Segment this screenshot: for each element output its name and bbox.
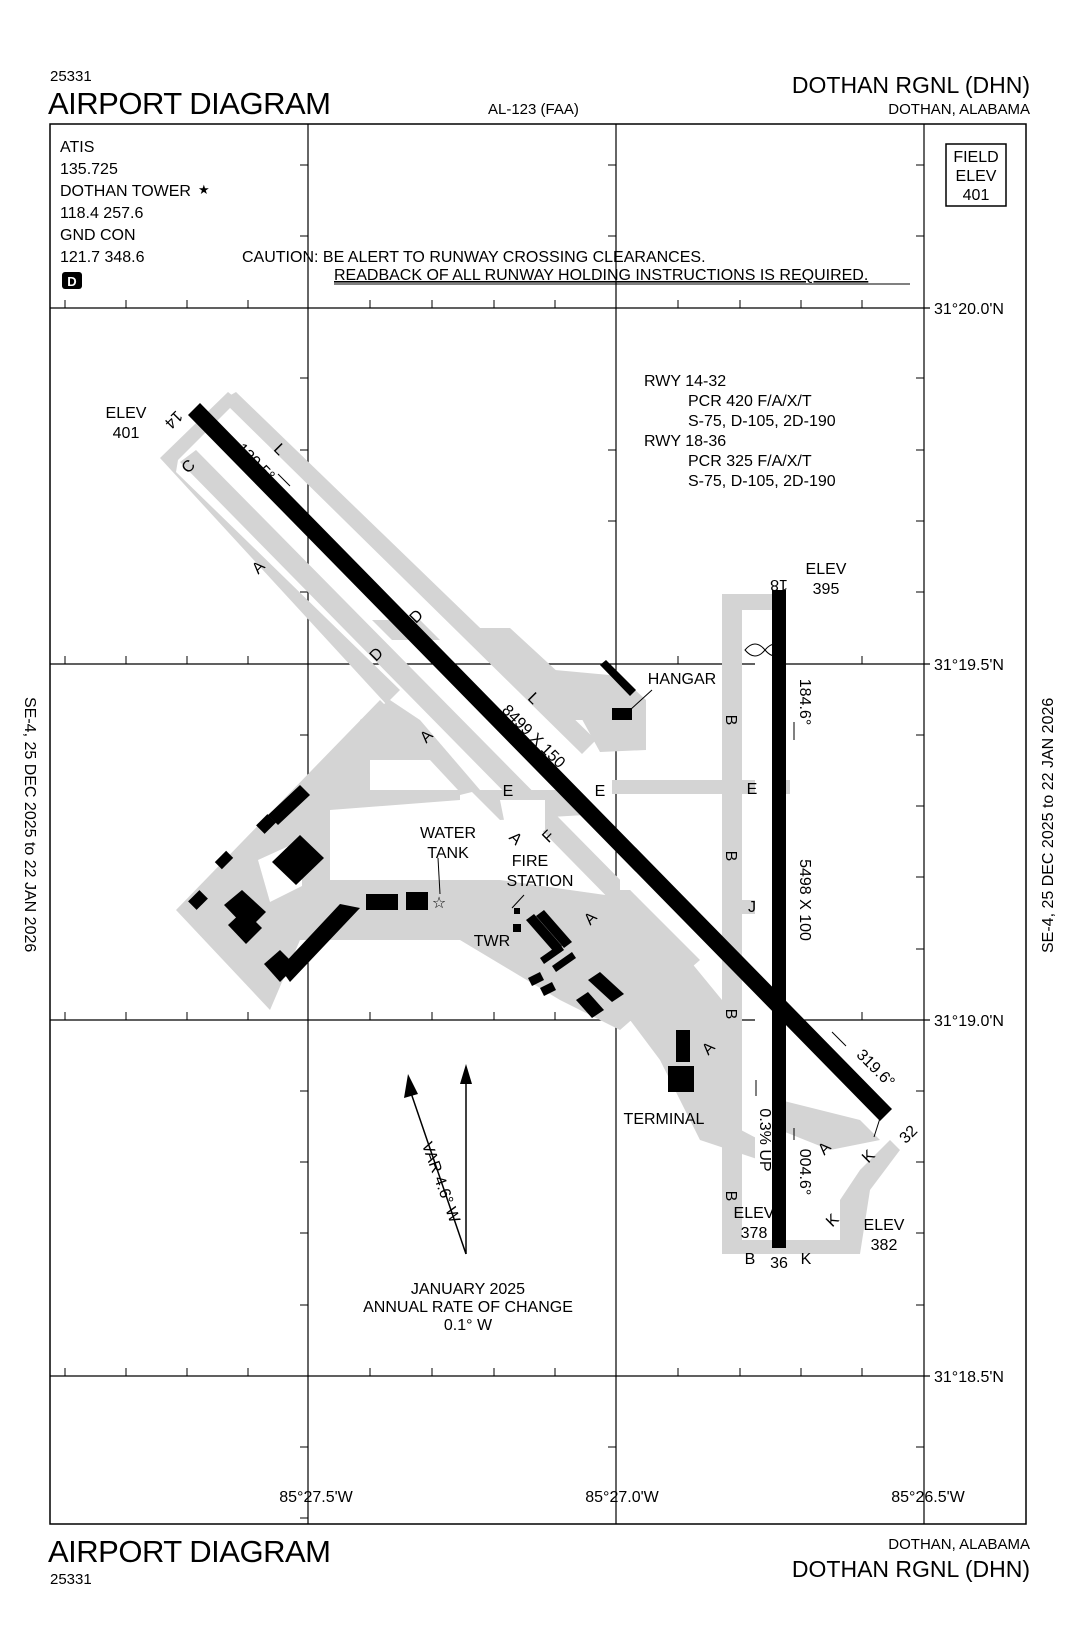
tower-freq: 118.4 257.6 — [60, 205, 143, 222]
rwy-info-14-32-gear: S-75, D-105, 2D-190 — [688, 413, 836, 430]
terminal-label: TERMINAL — [624, 1111, 705, 1128]
rwy-slope: 0.3% UP — [756, 1108, 773, 1171]
chart-id: 25331 — [50, 68, 92, 85]
heading-arrows — [277, 473, 847, 1140]
rwy-end-36: 36 — [770, 1255, 788, 1272]
taxiway-label-b-1: B — [722, 715, 739, 726]
magnetic-variation-arrows — [404, 1064, 472, 1255]
buildings — [188, 660, 694, 1092]
elev-36-label: ELEV — [734, 1205, 775, 1222]
runway-14-32 — [188, 403, 892, 1121]
gnd-freq: 121.7 348.6 — [60, 249, 145, 266]
west-apron — [176, 700, 700, 1030]
lat-label-1: 31°20.0'N — [934, 301, 1004, 318]
tower-label: TWR — [474, 933, 510, 950]
terminal-building-2 — [668, 1066, 694, 1092]
airport-city: DOTHAN, ALABAMA — [888, 101, 1030, 118]
cycle-left: SE-4, 25 DEC 2025 to 22 JAN 2026 — [21, 697, 38, 953]
water-tank-icon: ☆ — [432, 895, 446, 912]
mag-rate: 0.1° W — [444, 1317, 493, 1334]
taxiway-label-k-2: K — [823, 1211, 843, 1231]
footer-chart-id: 25331 — [50, 1571, 92, 1588]
atis-label: ATIS — [60, 139, 94, 156]
hdg-184: 184.6° — [796, 679, 813, 725]
chart-frame — [49, 123, 1027, 1525]
true-north-arrow-icon — [460, 1064, 472, 1084]
caution-line-1: CAUTION: BE ALERT TO RUNWAY CROSSING CLE… — [242, 249, 706, 266]
elev-14-value: 401 — [113, 425, 140, 442]
footer-title: AIRPORT DIAGRAM — [48, 1534, 331, 1569]
rwy-info-14-32: RWY 14-32 — [644, 373, 726, 390]
mag-rate-label: ANNUAL RATE OF CHANGE — [363, 1299, 573, 1316]
tower-building — [513, 924, 521, 932]
footer-city: DOTHAN, ALABAMA — [888, 1536, 1030, 1553]
rwy-end-18: 18 — [770, 576, 788, 593]
lon-label-3: 85°26.5'W — [891, 1489, 965, 1506]
footer-airport-name: DOTHAN RGNL (DHN) — [791, 1556, 1030, 1582]
procedure-id: AL-123 (FAA) — [488, 101, 579, 118]
taxiway-b — [722, 594, 840, 1254]
star-icon: ★ — [198, 182, 210, 197]
rwy-end-32: 32 — [897, 1122, 922, 1147]
taxiway-label-e-3: E — [747, 781, 758, 798]
lon-label-1: 85°27.5'W — [279, 1489, 353, 1506]
elev-18-label: ELEV — [806, 561, 847, 578]
field-elev-label-2: ELEV — [956, 168, 997, 185]
hangar-label: HANGAR — [648, 671, 716, 688]
building-apron-1 — [366, 894, 398, 910]
lat-lon-grid — [50, 124, 930, 1524]
taxiway-label-b-2: B — [722, 851, 739, 862]
elev-36-value: 378 — [741, 1225, 768, 1242]
water-tank-label-1: WATER — [420, 825, 476, 842]
caution-line-2: READBACK OF ALL RUNWAY HOLDING INSTRUCTI… — [334, 267, 868, 284]
mag-var-label: VAR 4.6° W — [418, 1140, 463, 1226]
building-apron-2 — [406, 892, 428, 910]
fire-station-label-2: STATION — [507, 873, 574, 890]
runways — [188, 403, 892, 1248]
elev-14-label: ELEV — [106, 405, 147, 422]
taxiway-label-b-4: B — [722, 1191, 739, 1202]
taxiway-label-j: J — [748, 899, 756, 916]
rwy-info-18-36: RWY 18-36 — [644, 433, 726, 450]
rwy-end-14: 14 — [161, 407, 186, 432]
elev-32-value: 382 — [871, 1237, 898, 1254]
elev-18-value: 395 — [813, 581, 840, 598]
tower-label: DOTHAN TOWER — [60, 183, 191, 200]
gnd-label: GND CON — [60, 227, 136, 244]
field-elev-label-1: FIELD — [953, 149, 998, 166]
taxiway-label-b-3: B — [722, 1009, 739, 1020]
taxiway-label-e-2: E — [595, 783, 606, 800]
terminal-building-1 — [676, 1030, 690, 1062]
taxiway-label-b-5: B — [745, 1251, 756, 1268]
rwy-info-18-36-gear: S-75, D-105, 2D-190 — [688, 473, 836, 490]
taxiway-label-e-1: E — [503, 783, 514, 800]
field-elev-box — [945, 143, 1007, 207]
lat-label-2: 31°19.5'N — [934, 657, 1004, 674]
taxiway-label-k-1: K — [801, 1251, 812, 1268]
atis-freq: 135.725 — [60, 161, 118, 178]
d-badge-icon — [62, 272, 82, 289]
elev-32-label: ELEV — [864, 1217, 905, 1234]
rwy-18-36-dims: 5498 X 100 — [796, 859, 813, 941]
mag-date: JANUARY 2025 — [411, 1281, 525, 1298]
water-tank-label-2: TANK — [427, 845, 469, 862]
hdg-004: 004.6° — [796, 1149, 813, 1195]
runway-18-36 — [772, 590, 786, 1248]
lon-label-2: 85°27.0'W — [585, 1489, 659, 1506]
lat-label-3: 31°19.0'N — [934, 1013, 1004, 1030]
fire-station-label-1: FIRE — [512, 853, 548, 870]
d-badge-label: D — [67, 274, 76, 289]
airport-name: DOTHAN RGNL (DHN) — [791, 72, 1030, 98]
rwy-info-18-36-pcr: PCR 325 F/A/X/T — [688, 453, 812, 470]
lat-label-4: 31°18.5'N — [934, 1369, 1004, 1386]
magnetic-north-arrow-icon — [404, 1074, 418, 1098]
rwy-info-14-32-pcr: PCR 420 F/A/X/T — [688, 393, 812, 410]
field-elev-value: 401 — [963, 187, 990, 204]
chart-title: AIRPORT DIAGRAM — [48, 86, 331, 121]
taxiway-c-a — [160, 392, 400, 704]
